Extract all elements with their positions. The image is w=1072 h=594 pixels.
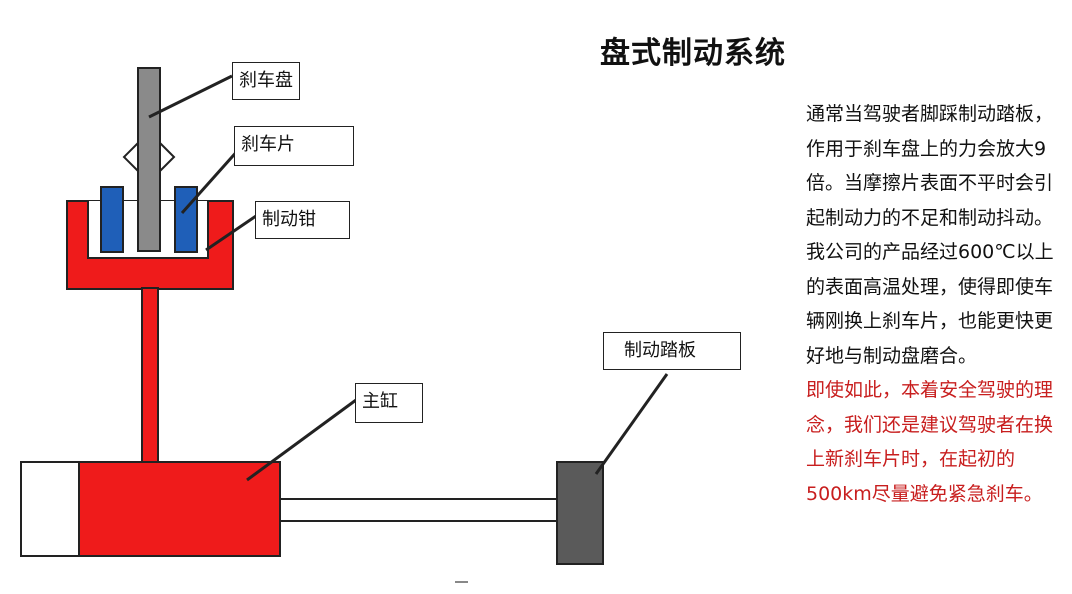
brake-pad-right [174, 186, 198, 253]
description-paragraph-2: 即使如此，本着安全驾驶的理念，我们还是建议驾驶者在换上新刹车片时，在起初的500… [806, 379, 1054, 505]
leader-disc [148, 74, 233, 119]
page-title: 盘式制动系统 [600, 36, 786, 71]
brake-disc [137, 67, 161, 252]
label-master-cylinder: 主缸 [355, 383, 423, 423]
description-panel: 通常当驾驶者脚踩制动踏板，作用于刹车盘上的力会放大9倍。当摩擦片表面不平时会引起… [768, 97, 1068, 511]
label-pedal: 制动踏板 [603, 332, 741, 370]
disc-hub [122, 142, 176, 172]
description-paragraph-1: 通常当驾驶者脚踩制动踏板，作用于刹车盘上的力会放大9倍。当摩擦片表面不平时会引起… [806, 103, 1054, 367]
leader-pads [180, 147, 242, 214]
label-pads: 刹车片 [234, 126, 354, 166]
master-cylinder-end [20, 461, 80, 557]
leader-master [246, 398, 357, 482]
label-disc: 刹车盘 [232, 62, 300, 100]
push-rod [279, 498, 558, 522]
label-caliper: 制动钳 [255, 201, 350, 239]
leader-pedal [594, 373, 669, 475]
brake-pad-left [100, 186, 124, 253]
brake-pedal [556, 461, 604, 565]
brake-line [141, 287, 159, 464]
leader-caliper [205, 214, 257, 252]
